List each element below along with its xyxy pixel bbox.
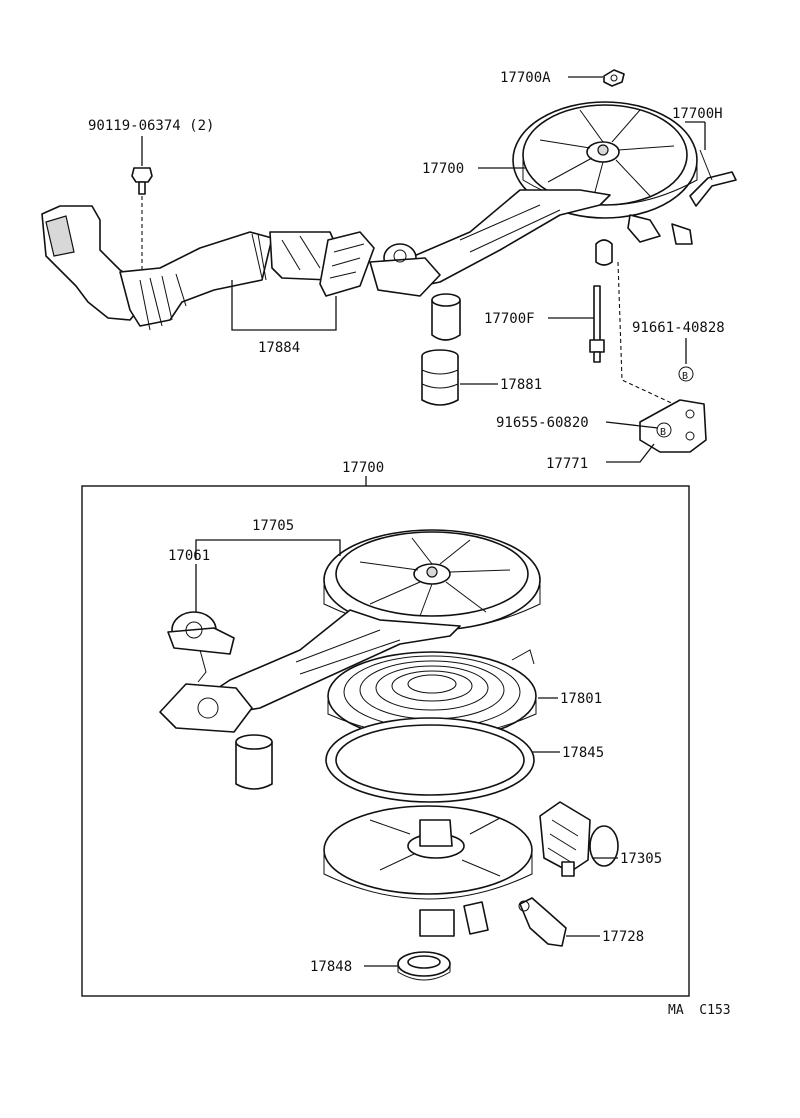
label-17700A: 17700A [500,70,551,86]
label-17700H: 17700H [672,106,723,122]
bolt-90119 [131,167,153,195]
valve-17728 [518,897,567,947]
label-17884: 17884 [258,340,300,356]
leader-17884 [231,280,337,331]
bracket-17771 [639,399,707,453]
diagram-code: MA C153 [668,1003,731,1018]
label-17700-top: 17700 [422,161,464,177]
hose-17700H [689,149,737,207]
label-17705: 17705 [252,518,294,534]
vacuum-motor-17305 [539,801,619,877]
label-91655: 91655-60820 [496,415,589,431]
label-17881: 17881 [500,377,542,393]
grommet-17848 [397,951,451,981]
exploded-view-frame [81,485,690,997]
leader-17705 [195,539,341,560]
label-91661: 91661-40828 [632,320,725,336]
label-17305: 17305 [620,851,662,867]
intake-hose-17884 [41,205,375,331]
label-17771: 17771 [546,456,588,472]
label-17848: 17848 [310,959,352,975]
label-17700-box: 17700 [342,460,384,476]
lower-case [323,805,533,937]
label-17801: 17801 [560,691,602,707]
air-cleaner-housing-top [369,101,698,341]
label-17845: 17845 [562,745,604,761]
gasket-17845 [325,717,535,803]
leader-91655 [605,421,659,429]
stud-17700F [589,285,605,363]
hose-17881 [421,349,459,406]
mark-b-circle-1 [678,366,694,382]
label-90119: 90119-06374 (2) [88,118,214,134]
clip-17700A [603,69,625,87]
mark-b-1: B [682,371,688,382]
mark-b-2: B [660,427,666,438]
leader-17771 [606,443,655,463]
label-17700F: 17700F [484,311,535,327]
sensor-17061 [167,611,235,683]
label-17061: 17061 [168,548,210,564]
housing-17705 [159,529,541,790]
label-17728: 17728 [602,929,644,945]
filter-element-17801 [327,651,537,741]
mark-b-circle-2 [656,422,672,438]
